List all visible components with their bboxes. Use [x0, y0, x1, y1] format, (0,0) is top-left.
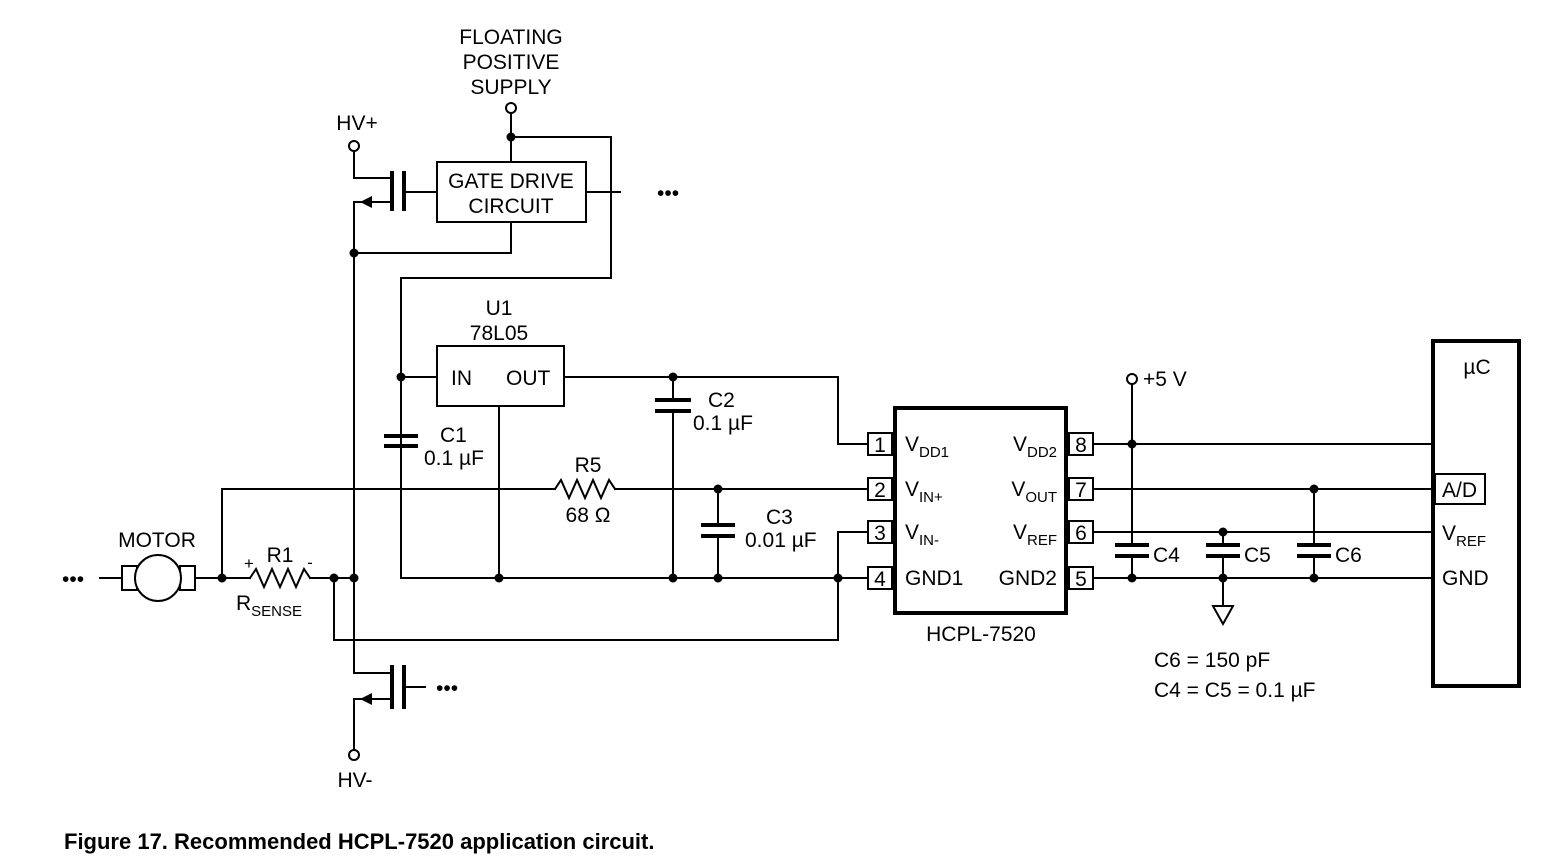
low-side-mosfet: [348, 639, 426, 761]
ic-name-label: HCPL-7520: [926, 623, 1036, 646]
pin-3-number: 3: [874, 522, 886, 545]
c4-label: C4: [1153, 544, 1180, 567]
capacitor-c5: [1201, 527, 1245, 627]
u1-regulator-box: [436, 345, 565, 407]
pin-6-number: 6: [1075, 522, 1087, 545]
capacitor-c6: [1292, 484, 1336, 583]
pin-vinp-label: VIN+: [905, 478, 943, 506]
capacitor-note-1: C6 = 150 pF: [1154, 649, 1270, 672]
pin-gnd2-label: GND2: [999, 567, 1057, 590]
capacitor-c3: [695, 488, 741, 579]
u1-in-label: IN: [451, 367, 472, 390]
ground-symbol: [1211, 605, 1235, 627]
resistor-r1: [248, 566, 312, 590]
pin-7-number: 7: [1075, 479, 1087, 502]
figure-caption: Figure 17. Recommended HCPL-7520 applica…: [64, 829, 655, 854]
microcontroller-box: [1431, 339, 1521, 688]
plus-5v-label: +5 V: [1143, 368, 1187, 391]
c1-value: 0.1 µF: [424, 447, 484, 470]
pin-vdd1-label: VDD1: [905, 433, 949, 461]
capacitor-note-2: C4 = C5 = 0.1 µF: [1154, 679, 1316, 702]
uc-ad-label: A/D: [1442, 479, 1477, 502]
c3-value: 0.01 µF: [745, 529, 817, 552]
c2-label: C2: [708, 389, 735, 412]
pin-vref-label: VREF: [1013, 521, 1057, 549]
pin-1-number: 1: [874, 434, 886, 457]
gate-drive-ellipsis: •••: [657, 182, 679, 205]
uc-gnd-label: GND: [1442, 567, 1489, 590]
hv-minus-label: HV-: [337, 769, 372, 792]
c5-label: C5: [1244, 544, 1271, 567]
pin-vout-label: VOUT: [1011, 478, 1057, 506]
r1-plus-label: +: [244, 554, 254, 573]
r1-minus-label: -: [307, 553, 313, 572]
uc-vref-label: VREF: [1442, 522, 1486, 550]
hv-plus-label: HV+: [336, 112, 377, 135]
capacitor-c4: [1110, 543, 1154, 558]
u1-part-label: 78L05: [470, 322, 528, 345]
rsense-label: RSENSE: [236, 592, 302, 620]
floating-supply-label-2: POSITIVE: [463, 51, 560, 74]
pin-8-number: 8: [1075, 434, 1087, 457]
gate-drive-box: [436, 161, 587, 223]
gate-drive-label-2: CIRCUIT: [468, 195, 553, 218]
high-side-mosfet: [348, 140, 512, 641]
ad-pin-box: [1434, 473, 1486, 505]
c6-label: C6: [1335, 544, 1362, 567]
pin-4-number: 4: [874, 568, 886, 591]
floating-supply-label-1: FLOATING: [459, 26, 562, 49]
hcpl-7520-ic: [893, 406, 1068, 615]
c1-label: C1: [440, 424, 467, 447]
c3-label: C3: [766, 506, 793, 529]
r1-label: R1: [267, 544, 294, 567]
gate-drive-label-1: GATE DRIVE: [448, 170, 574, 193]
pin-vdd2-label: VDD2: [1013, 433, 1057, 461]
r5-value: 68 Ω: [566, 504, 611, 527]
uc-label: µC: [1463, 356, 1490, 379]
resistor-r5: [553, 477, 617, 501]
capacitor-c1: [384, 434, 418, 448]
floating-supply-label-3: SUPPLY: [470, 76, 551, 99]
c2-value: 0.1 µF: [693, 412, 753, 435]
u1-out-label: OUT: [506, 367, 551, 390]
ic-pin-boxes: [867, 432, 1094, 590]
motor-label: MOTOR: [118, 529, 196, 552]
low-side-ellipsis: •••: [436, 677, 458, 700]
pin-5-number: 5: [1075, 568, 1087, 591]
capacitor-c2: [650, 376, 696, 579]
motor-ellipsis: •••: [62, 568, 84, 591]
motor: [99, 554, 251, 602]
pin-gnd1-label: GND1: [905, 567, 963, 590]
pin-vinm-label: VIN-: [905, 521, 939, 549]
pin-2-number: 2: [874, 479, 886, 502]
u1-ref-label: U1: [486, 297, 513, 320]
r5-label: R5: [575, 454, 602, 477]
